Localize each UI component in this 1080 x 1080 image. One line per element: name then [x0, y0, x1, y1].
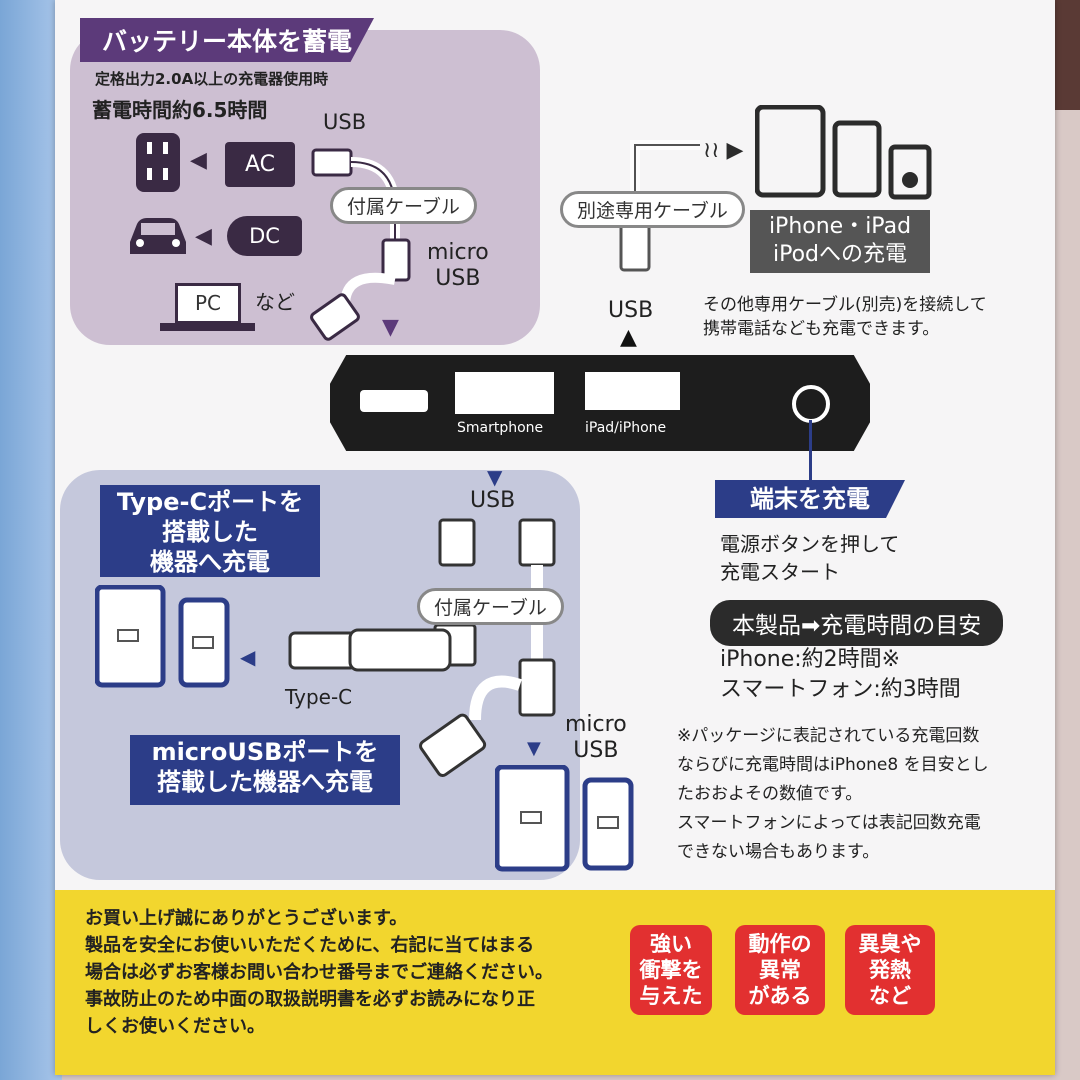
typec-box-line: 機器へ充電 [150, 548, 270, 576]
smartphone-port [455, 372, 554, 414]
charge-line-2: 充電スタート [720, 560, 840, 584]
package-panel: バッテリー本体を蓄電 定格出力2.0A以上の充電器使用時 蓄電時間約6.5時間 … [55, 0, 1055, 1075]
footer-line: 場合は必ずお客様お問い合わせ番号までご連絡ください。 [85, 962, 553, 983]
nado-label: など [255, 290, 295, 314]
micro-label: micro [565, 712, 627, 737]
charge-times: iPhone:約2時間※ スマートフォン:約3時間 [720, 645, 961, 705]
iphone-time: iPhone:約2時間※ [720, 647, 901, 672]
charge-line-1: 電源ボタンを押して [720, 532, 900, 556]
micro-label: micro [427, 240, 489, 265]
spec-line-2: 蓄電時間約6.5時間 [92, 98, 268, 122]
warning-line: 発熱 [869, 958, 911, 982]
typec-devices-icon [95, 585, 230, 688]
warning-line: 衝撃を [639, 958, 703, 982]
micro-usb-port [360, 390, 428, 412]
typec-box-line: Type-Cポートを [116, 488, 304, 516]
warning-line: がある [748, 984, 812, 1008]
spec-line-1: 定格出力2.0A以上の充電器使用時 [95, 70, 329, 88]
warning-malfunction: 動作の 異常 がある [735, 925, 825, 1015]
micro-usb-device-box: microUSBポートを 搭載した機器へ充電 [130, 735, 400, 805]
arrow-down-icon: ▼ [487, 465, 503, 489]
warning-smell-heat: 異臭や 発熱 など [845, 925, 935, 1015]
arrow-left-icon: ◀ [240, 645, 256, 669]
footer-notice: お買い上げ誠にありがとうございます。 製品を安全にお使いいただくために、右記に当… [85, 905, 553, 1040]
car-icon [130, 218, 186, 254]
footer-line: しくお使いください。 [85, 1016, 265, 1037]
micro-box-line: 搭載した機器へ充電 [157, 768, 373, 796]
warning-line: 強い [650, 932, 692, 956]
ipad-port [585, 372, 680, 410]
apple-charge-caption: iPhone・iPad iPodへの充電 [750, 210, 930, 273]
ipad-port-label: iPad/iPhone [585, 420, 667, 436]
wall-outlet-icon [136, 133, 180, 192]
smartphone-port-label: Smartphone [457, 420, 544, 436]
caption-line-1: iPhone・iPad [768, 214, 912, 239]
typec-device-box: Type-Cポートを 搭載した 機器へ充電 [100, 485, 320, 577]
pc-icon: PC [175, 283, 241, 324]
warning-line: 動作の [748, 932, 812, 956]
charge-device-header: 端末を充電 [715, 480, 905, 518]
footnote-line: スマートフォンによっては表記回数充電 [677, 813, 981, 833]
charge-instruction: 電源ボタンを押して 充電スタート [720, 530, 899, 586]
micro-box-line: microUSBポートを [151, 738, 379, 766]
arrow-down-icon: ▼ [382, 315, 399, 340]
typec-label: Type-C [285, 685, 353, 709]
warning-line: 異常 [759, 958, 801, 982]
battery-charge-header: バッテリー本体を蓄電 [80, 18, 375, 62]
arrow-left-icon: ◀ [190, 148, 207, 173]
warning-line: など [869, 984, 911, 1008]
ac-adapter-icon: AC [225, 142, 295, 187]
separate-cable-pill: 別途専用ケーブル [560, 191, 745, 228]
wireless-arrow-icon: ≀≀ ▶ [703, 138, 744, 163]
right-note: その他専用ケーブル(別売)を接続して 携帯電話なども充電できます。 [703, 293, 987, 341]
caption-line-2: iPodへの充電 [772, 242, 908, 267]
laptop-base-icon [160, 323, 255, 331]
car-charger-icon: DC [227, 216, 302, 256]
top-micro-usb-label: micro USB [427, 240, 489, 292]
typec-box-line: 搭載した [162, 518, 258, 546]
charge-time-header: 本製品➡充電時間の目安 [710, 600, 1004, 646]
footnote-line: できない場合もあります。 [677, 842, 880, 862]
arrow-down-icon: ▼ [527, 738, 541, 759]
usb-label: USB [573, 738, 619, 763]
background-left [0, 0, 62, 1080]
smartphone-time: スマートフォン:約3時間 [720, 677, 961, 702]
power-line [809, 420, 812, 485]
top-cable-pill: 付属ケーブル [330, 187, 477, 224]
micro-usb-devices-icon [495, 765, 634, 872]
arrow-left-icon: ◀ [195, 224, 212, 249]
right-usb-label: USB [608, 298, 654, 323]
note-line-1: その他専用ケーブル(別売)を接続して [703, 295, 987, 315]
arrow-up-icon: ▲ [620, 325, 637, 350]
footer-line: 事故防止のため中面の取扱説明書を必ずお読みになり正 [85, 989, 535, 1010]
usb-label: USB [435, 266, 481, 291]
apple-devices-icon [755, 105, 932, 200]
note-line-2: 携帯電話なども充電できます。 [703, 319, 940, 339]
bottom-cable-pill: 付属ケーブル [417, 588, 564, 625]
warning-impact: 強い 衝撃を 与えた [630, 925, 712, 1015]
power-button[interactable] [792, 385, 830, 423]
footnote-line: ならびに充電時間はiPhone8 を目安とし [677, 755, 989, 775]
footnote-line: ※パッケージに表記されている充電回数 [677, 726, 980, 746]
included-cable-graphic [310, 148, 411, 341]
bottom-usb-label: USB [470, 488, 516, 513]
footnote-line: たおおよその数値です。 [677, 784, 863, 804]
footer-line: お買い上げ誠にありがとうございます。 [85, 908, 408, 929]
top-usb-label: USB [323, 110, 367, 134]
warning-line: 異臭や [858, 932, 922, 956]
footnote: ※パッケージに表記されている充電回数 ならびに充電時間はiPhone8 を目安と… [677, 722, 989, 867]
bottom-micro-usb-label: micro USB [565, 712, 627, 764]
footer-line: 製品を安全にお使いいただくために、右記に当てはまる [85, 935, 535, 956]
warning-line: 与えた [639, 984, 703, 1008]
